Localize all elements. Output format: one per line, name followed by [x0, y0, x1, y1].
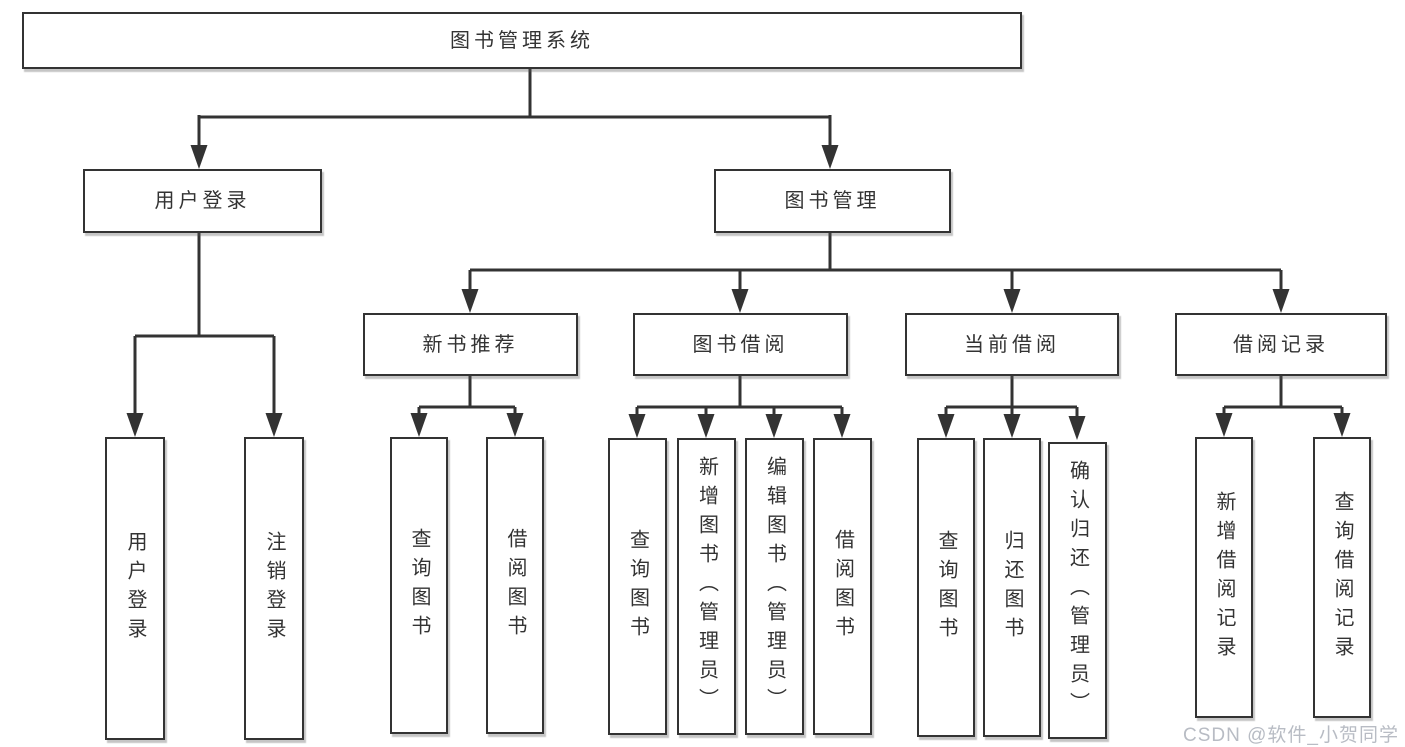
node-book-borrow: 图书借阅 [633, 313, 848, 376]
node-book-management-label: 图书管理 [784, 190, 881, 212]
node-current-borrow: 当前借阅 [905, 313, 1119, 376]
node-borrow-records: 借阅记录 [1175, 313, 1387, 376]
node-book-borrow-label: 图书借阅 [692, 333, 789, 356]
leaf-borrow-edit-label: 编辑图书（管理员） [763, 456, 786, 717]
leaf-record-add: 新增借阅记录 [1195, 437, 1253, 718]
leaf-current-return: 归还图书 [983, 438, 1041, 737]
leaf-borrow-book-label: 借阅图书 [831, 528, 854, 645]
leaf-current-confirm: 确认归还（管理员） [1048, 442, 1107, 739]
node-user-login: 用户登录 [83, 169, 322, 233]
node-book-management: 图书管理 [714, 169, 951, 233]
leaf-newbook-borrow-label: 借阅图书 [504, 527, 526, 644]
leaf-current-confirm-label: 确认归还（管理员） [1066, 460, 1089, 721]
leaf-borrow-query-label: 查询图书 [626, 528, 649, 645]
node-root-label: 图书管理系统 [450, 29, 594, 52]
node-new-book-recommend: 新书推荐 [363, 313, 578, 376]
node-user-login-label: 用户登录 [154, 190, 251, 212]
leaf-logout: 注销登录 [244, 437, 304, 740]
node-root: 图书管理系统 [22, 12, 1022, 69]
leaf-current-return-label: 归还图书 [1001, 529, 1023, 646]
leaf-newbook-borrow: 借阅图书 [486, 437, 544, 734]
node-borrow-records-label: 借阅记录 [1233, 333, 1329, 356]
leaf-borrow-edit: 编辑图书（管理员） [745, 438, 804, 735]
node-new-book-recommend-label: 新书推荐 [422, 333, 519, 356]
leaf-user-login-label: 用户登录 [124, 530, 146, 647]
leaf-current-query: 查询图书 [917, 438, 975, 737]
leaf-logout-label: 注销登录 [263, 530, 285, 647]
leaf-current-query-label: 查询图书 [935, 529, 957, 646]
leaf-borrow-add-label: 新增图书（管理员） [695, 456, 718, 717]
leaf-record-query-label: 查询借阅记录 [1331, 490, 1353, 665]
node-current-borrow-label: 当前借阅 [964, 333, 1060, 356]
leaf-borrow-query: 查询图书 [608, 438, 667, 735]
leaf-record-add-label: 新增借阅记录 [1213, 490, 1235, 665]
leaf-borrow-book: 借阅图书 [813, 438, 872, 735]
leaf-borrow-add: 新增图书（管理员） [677, 438, 736, 735]
csdn-watermark: CSDN @软件_小贺同学 [1183, 725, 1399, 746]
leaf-user-login: 用户登录 [105, 437, 165, 740]
leaf-newbook-query: 查询图书 [390, 437, 448, 734]
leaf-record-query: 查询借阅记录 [1313, 437, 1371, 718]
leaf-newbook-query-label: 查询图书 [408, 527, 430, 644]
